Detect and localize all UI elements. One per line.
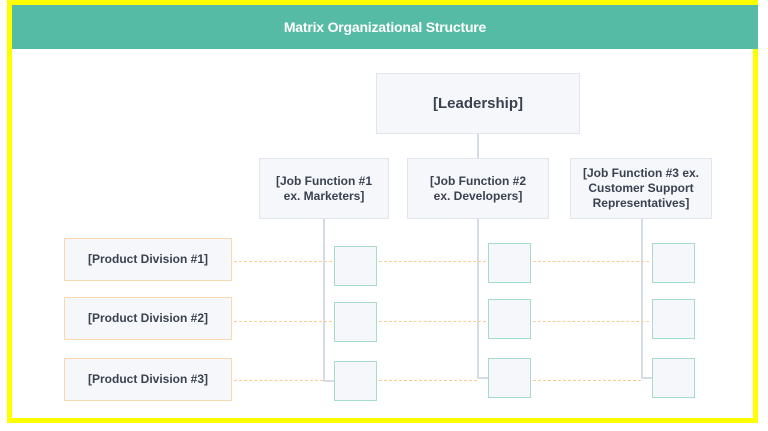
matrix-cell-r3-c3 (652, 358, 695, 398)
job-function-2-stub (477, 377, 488, 379)
matrix-cell-r2-c1 (334, 302, 377, 342)
product-division-3-label: [Product Division #3] (87, 372, 209, 386)
diagram-title: Matrix Organizational Structure (12, 5, 758, 49)
row-2-dashed-line (379, 321, 486, 322)
matrix-cell-r3-c2 (488, 358, 531, 398)
job-function-1-connector (323, 219, 325, 381)
leadership-connector (477, 134, 479, 158)
job-function-3-label: [Job Function #3 ex. Customer Support Re… (582, 166, 699, 210)
product-division-1: [Product Division #1] (64, 238, 232, 281)
row-1-dashed-line (234, 261, 332, 262)
row-3-dashed-line (533, 380, 641, 381)
job-function-3-stub (641, 377, 652, 379)
job-function-3: [Job Function #3 ex. Customer Support Re… (570, 158, 712, 219)
job-function-1-label: [Job Function #1 ex. Marketers] (276, 173, 372, 203)
matrix-cell-r2-c3 (652, 299, 695, 339)
matrix-cell-r3-c1 (334, 361, 377, 401)
matrix-cell-r1-c2 (488, 243, 531, 283)
row-1-dashed-line (379, 261, 486, 262)
job-function-2-connector (477, 219, 479, 378)
row-2-dashed-line (234, 321, 332, 322)
leadership-node: [Leadership] (376, 73, 580, 134)
row-3-dashed-line (234, 380, 323, 381)
row-2-dashed-line (533, 321, 649, 322)
job-function-2-label: [Job Function #2 ex. Developers] (430, 173, 526, 203)
matrix-cell-r1-c3 (652, 243, 695, 283)
job-function-1-stub (323, 380, 334, 382)
leadership-label: [Leadership] (432, 95, 523, 112)
product-division-1-label: [Product Division #1] (87, 252, 209, 266)
matrix-cell-r2-c2 (488, 299, 531, 339)
job-function-3-connector (641, 219, 643, 378)
product-division-2-label: [Product Division #2] (87, 311, 209, 325)
matrix-cell-r1-c1 (334, 246, 377, 286)
row-1-dashed-line (533, 261, 649, 262)
product-division-3: [Product Division #3] (64, 358, 232, 401)
product-division-2: [Product Division #2] (64, 297, 232, 340)
job-function-2: [Job Function #2 ex. Developers] (407, 158, 549, 219)
row-3-dashed-line (379, 380, 477, 381)
job-function-1: [Job Function #1 ex. Marketers] (259, 158, 389, 219)
